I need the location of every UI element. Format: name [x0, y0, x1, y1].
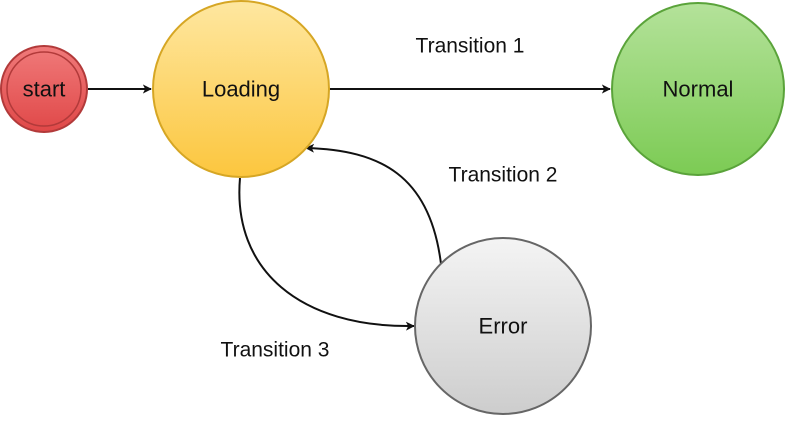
node-error: Error — [414, 237, 592, 415]
node-error-label: Error — [479, 314, 528, 339]
edge-label-transition-1: Transition 1 — [416, 35, 525, 58]
edge-label-transition-3: Transition 3 — [221, 339, 330, 362]
node-loading: Loading — [152, 0, 330, 178]
edge-transition-3 — [238, 177, 415, 331]
edge-label-transition-2: Transition 2 — [449, 164, 558, 187]
node-normal: Normal — [611, 2, 785, 176]
node-start-label: start — [23, 77, 66, 102]
node-loading-label: Loading — [202, 77, 280, 102]
node-normal-label: Normal — [663, 77, 734, 102]
node-start: start — [0, 45, 88, 133]
edge-transition-2 — [305, 143, 442, 265]
